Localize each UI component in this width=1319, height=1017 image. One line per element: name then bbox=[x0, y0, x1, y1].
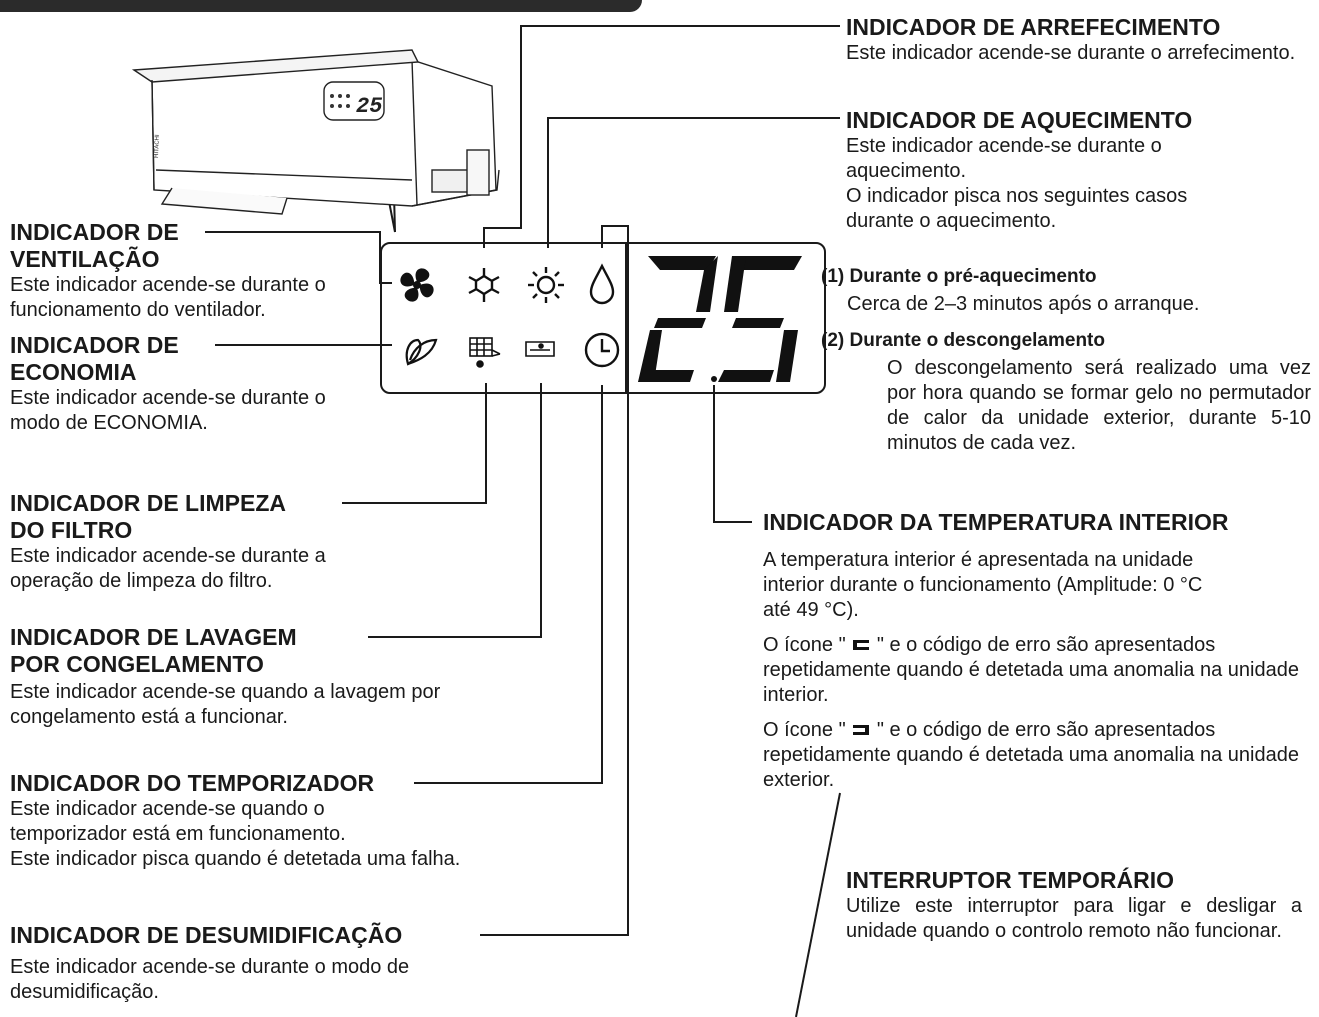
display-panel bbox=[380, 242, 826, 394]
filter-body: Este indicador acende-se durante a opera… bbox=[10, 545, 326, 592]
cooling-title: INDICADOR DE ARREFECIMENTO bbox=[846, 14, 1221, 40]
timer-section: INDICADOR DO TEMPORIZADOR Este indicador… bbox=[10, 770, 590, 872]
temperature-title: INDICADOR DA TEMPERATURA INTERIOR bbox=[763, 509, 1229, 535]
dehumidify-leader bbox=[480, 225, 629, 936]
indoor-unit-error-icon bbox=[853, 640, 870, 650]
filter-leader bbox=[342, 383, 487, 504]
case2-title: (2) Durante o descongelamento bbox=[821, 330, 1105, 351]
temperature-section: INDICADOR DA TEMPERATURA INTERIOR A temp… bbox=[763, 509, 1311, 793]
temp-switch-body: Utilize este interruptor para ligar e de… bbox=[846, 895, 1302, 942]
heating-title: INDICADOR DE AQUECIMENTO bbox=[846, 107, 1193, 133]
outdoor-error-note: O ícone " " e o código de erro são apres… bbox=[763, 718, 1311, 793]
header-bar bbox=[0, 0, 642, 12]
timer-body: Este indicador acende-se quando o tempor… bbox=[10, 798, 346, 845]
case1-title: (1) Durante o pré-aquecimento bbox=[821, 266, 1097, 287]
economy-leaf-icon bbox=[405, 338, 438, 366]
ventilation-body: Este indicador acende-se durante o funci… bbox=[10, 274, 326, 321]
dehumidify-drop-icon bbox=[589, 263, 615, 305]
temperature-digits bbox=[638, 256, 802, 382]
filter-section: INDICADOR DE LIMPEZA DO FILTRO Este indi… bbox=[10, 490, 370, 594]
dehumidify-body: Este indicador acende-se durante o modo … bbox=[10, 956, 410, 1003]
ventilation-title-1: INDICADOR DE bbox=[10, 219, 179, 245]
fan-icon bbox=[400, 268, 434, 302]
freeze-wash-section: INDICADOR DE LAVAGEM POR CONGELAMENTO Es… bbox=[10, 624, 570, 730]
filter-title-2: DO FILTRO bbox=[10, 517, 133, 543]
ventilation-title-2: VENTILAÇÃO bbox=[10, 246, 160, 272]
cooling-section: INDICADOR DE ARREFECIMENTO Este indicado… bbox=[846, 14, 1296, 66]
economy-title-1: INDICADOR DE bbox=[10, 332, 179, 358]
indoor-unit-illustration: HITACHI 25 bbox=[131, 49, 500, 215]
dehumidify-section: INDICADOR DE DESUMIDIFICAÇÃO Este indica… bbox=[10, 922, 570, 1005]
heating-sun-icon bbox=[528, 267, 564, 303]
temperature-leader bbox=[713, 385, 752, 523]
timer-body2: Este indicador pisca quando é detetada u… bbox=[10, 848, 461, 870]
heating-leader bbox=[547, 117, 840, 248]
temperature-body: A temperatura interior é apresentada na … bbox=[763, 549, 1203, 621]
outdoor-error-pre: O ícone " bbox=[763, 719, 846, 741]
filter-clean-icon bbox=[469, 337, 501, 368]
heating-body: Este indicador acende-se durante o aquec… bbox=[846, 135, 1162, 182]
cooling-snowflake-icon bbox=[468, 268, 500, 302]
freeze-wash-title-1: INDICADOR DE LAVAGEM bbox=[10, 624, 297, 650]
timer-title: INDICADOR DO TEMPORIZADOR bbox=[10, 770, 375, 796]
heating-section: INDICADOR DE AQUECIMENTO Este indicador … bbox=[846, 107, 1311, 234]
display-divider bbox=[625, 242, 627, 394]
economy-section: INDICADOR DE ECONOMIA Este indicador ace… bbox=[10, 332, 370, 436]
filter-title-1: INDICADOR DE LIMPEZA bbox=[10, 490, 286, 516]
temp-switch-section: INTERRUPTOR TEMPORÁRIO Utilize este inte… bbox=[846, 867, 1302, 944]
heating-body2: O indicador pisca nos seguintes casos du… bbox=[846, 185, 1188, 232]
timer-leader bbox=[414, 385, 603, 784]
cooling-leader bbox=[483, 25, 840, 248]
svg-text:25: 25 bbox=[356, 94, 382, 119]
outdoor-error-post: " e o código de erro são apresentados re… bbox=[763, 719, 1299, 791]
indoor-error-note: O ícone " " e o código de erro são apres… bbox=[763, 633, 1311, 708]
freeze-wash-title-2: POR CONGELAMENTO bbox=[10, 651, 264, 677]
economy-title-2: ECONOMIA bbox=[10, 359, 137, 385]
display-icons bbox=[400, 256, 802, 382]
outdoor-unit-error-icon bbox=[853, 725, 870, 735]
dehumidify-title: INDICADOR DE DESUMIDIFICAÇÃO bbox=[10, 922, 403, 948]
case2-body: O descongelamento será realizado uma vez… bbox=[887, 357, 1311, 454]
freeze-wash-leader bbox=[368, 383, 542, 638]
freeze-wash-body: Este indicador acende-se quando a lavage… bbox=[10, 681, 441, 728]
cooling-body: Este indicador acende-se durante o arref… bbox=[846, 42, 1296, 64]
switch-leader bbox=[795, 792, 841, 1017]
indoor-error-pre: O ícone " bbox=[763, 634, 846, 656]
timer-clock-icon bbox=[584, 332, 620, 368]
case1-body: Cerca de 2–3 minutos após o arranque. bbox=[847, 293, 1200, 315]
heating-cases: (1) Durante o pré-aquecimento Cerca de 2… bbox=[821, 265, 1311, 456]
ventilation-section: INDICADOR DE VENTILAÇÃO Este indicador a… bbox=[10, 219, 370, 323]
indoor-error-post: " e o código de erro são apresentados re… bbox=[763, 634, 1299, 706]
temp-switch-title: INTERRUPTOR TEMPORÁRIO bbox=[846, 867, 1174, 893]
svg-text:HITACHI: HITACHI bbox=[154, 134, 161, 158]
freeze-wash-icon bbox=[525, 341, 555, 357]
economy-body: Este indicador acende-se durante o modo … bbox=[10, 387, 326, 434]
